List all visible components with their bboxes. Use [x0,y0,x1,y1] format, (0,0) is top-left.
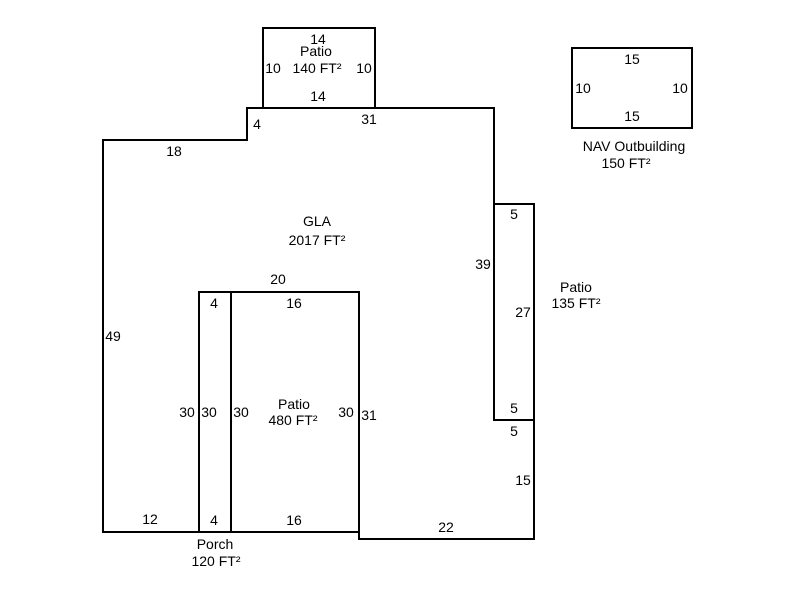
dim-label: 49 [105,328,121,344]
dim-label: 27 [515,304,531,320]
outbuilding-outline [571,47,693,129]
dim-label: 20 [270,271,286,287]
patio-center-area: 480 FT² [268,412,317,428]
dim-label: 12 [142,511,158,527]
dim-label: 30 [201,404,217,420]
dim-label: 31 [361,111,377,127]
dim-label: 16 [286,512,302,528]
dim-label: 30 [233,404,249,420]
dim-label: 5 [510,423,518,439]
dim-label: 10 [672,80,688,96]
dim-label: 31 [361,407,377,423]
dim-label: 5 [510,206,518,222]
dim-label: 16 [286,295,302,311]
dim-label: 39 [475,256,491,272]
outbuilding-name: NAV Outbuilding [583,138,685,154]
dim-label: 4 [210,295,218,311]
dim-label: 22 [438,519,454,535]
patio-center-name: Patio [278,396,310,412]
dim-label: 5 [510,400,518,416]
outbuilding-area: 150 FT² [601,155,650,171]
patio-right-outline [493,203,535,421]
dim-label: 4 [253,116,261,132]
dim-label: 10 [575,80,591,96]
dim-label: 4 [210,512,218,528]
patio-top-area: 140 FT² [292,60,341,76]
dim-label: 10 [265,60,281,76]
gla-name: GLA [303,213,332,229]
patio-right-area: 135 FT² [551,295,600,311]
patio-top-name: Patio [300,43,332,59]
porch-area: 120 FT² [191,553,240,569]
dim-label: 10 [356,60,372,76]
dim-label: 15 [624,108,640,124]
dim-label: 15 [624,51,640,67]
dim-label: 14 [310,88,326,104]
patio-right-name: Patio [560,279,592,295]
dim-label: 14 [310,31,326,47]
gla-area: 2017 FT² [289,232,346,248]
dim-label: 18 [166,143,182,159]
dim-label: 15 [515,472,531,488]
porch-name: Porch [197,536,234,552]
gla-outline [102,107,535,540]
patio-center-outline [230,291,360,533]
patio-top-outline [262,27,376,109]
dim-label: 30 [179,404,195,420]
dim-label: 30 [338,404,354,420]
